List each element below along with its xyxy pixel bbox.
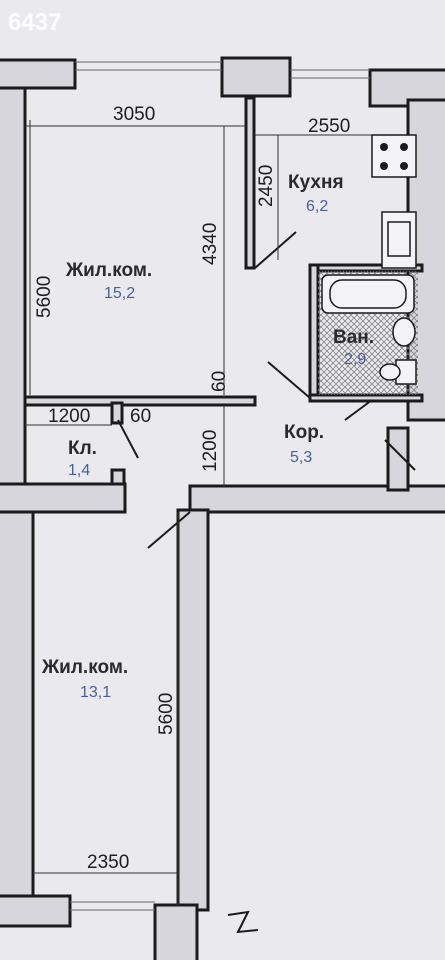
stove-icon xyxy=(371,134,417,178)
room-living2-name: Жил.ком. xyxy=(41,657,128,678)
room-bath-area: 2,9 xyxy=(344,351,366,368)
room-kitchen-area: 6,2 xyxy=(306,198,328,215)
dim-living1-height: 5600 xyxy=(34,276,55,318)
room-living2-area: 13,1 xyxy=(80,684,111,701)
room-kitchen-name: Кухня xyxy=(288,172,344,193)
dim-living2-width: 2350 xyxy=(87,852,129,873)
room-closet-name: Кл. xyxy=(68,438,97,459)
dim-living2-height: 5600 xyxy=(156,693,177,735)
dim-living1-width: 3050 xyxy=(113,104,155,125)
room-living1-name: Жил.ком. xyxy=(65,260,152,281)
room-corridor-name: Кор. xyxy=(284,422,324,443)
dim-corridor-height: 1200 xyxy=(200,430,221,472)
room-living1-area: 15,2 xyxy=(104,285,135,302)
dimension-lines xyxy=(25,120,372,905)
dim-living1-inner: 4340 xyxy=(200,223,221,265)
room-corridor-area: 5,3 xyxy=(290,449,312,466)
fixtures xyxy=(318,134,418,395)
dim-partition-a: 60 xyxy=(130,406,151,427)
doors xyxy=(117,231,416,934)
dim-closet-width: 1200 xyxy=(48,406,90,427)
room-bath-name: Ван. xyxy=(333,327,374,348)
dim-kitchen-width: 2550 xyxy=(308,116,350,137)
dim-partition-b: 60 xyxy=(209,371,230,392)
watermark-number: 6437 xyxy=(8,9,61,36)
room-closet-area: 1,4 xyxy=(68,462,90,479)
dim-kitchen-height: 2450 xyxy=(256,165,277,207)
walls xyxy=(0,56,445,960)
washbasin-icon xyxy=(392,317,416,347)
